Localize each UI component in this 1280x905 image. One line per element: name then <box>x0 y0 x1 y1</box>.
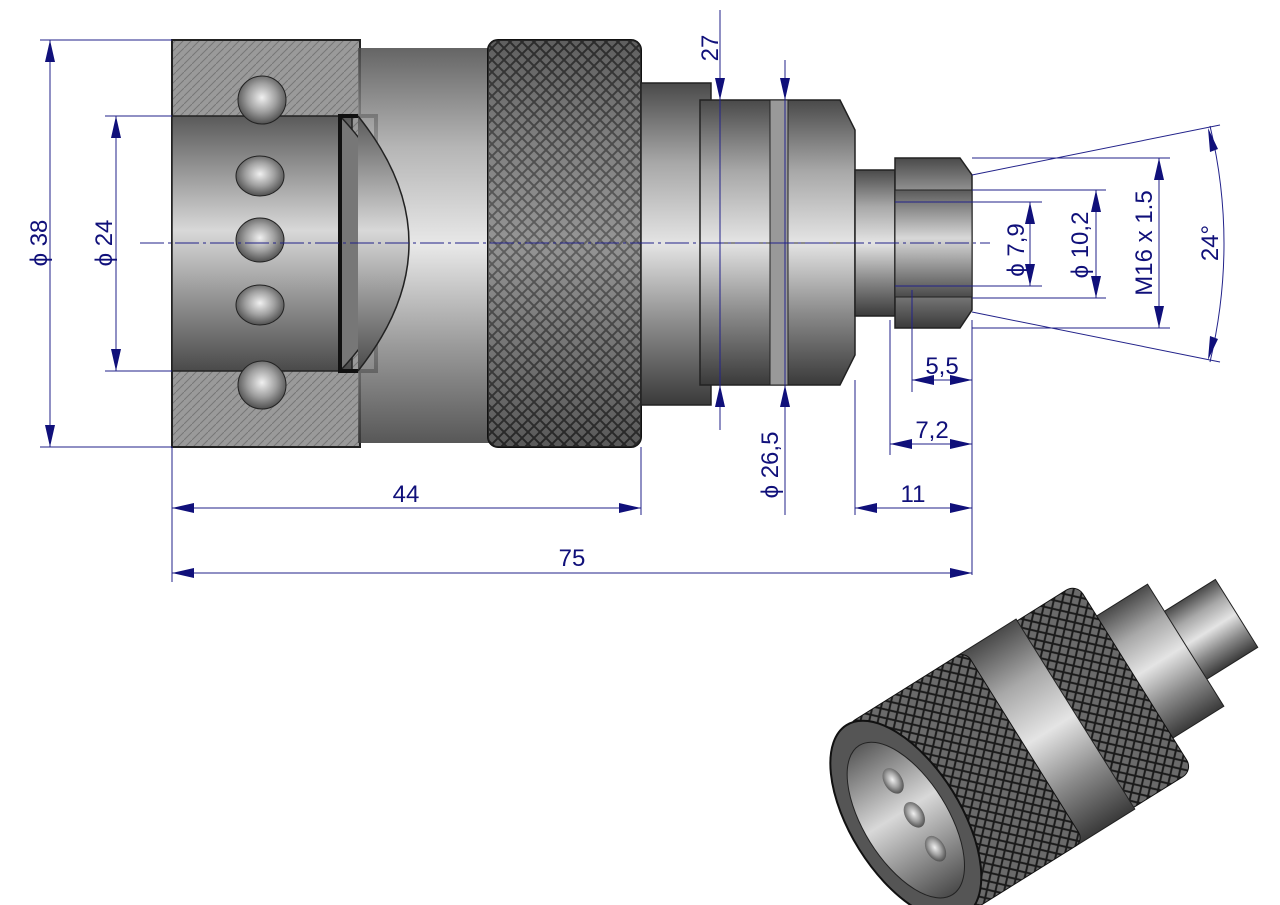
dim-outer-diameter: ϕ 38 <box>26 220 53 267</box>
dim-inner-diameter-small: ϕ 7,9 <box>1003 223 1030 276</box>
isometric-view <box>829 578 1259 905</box>
dim-hex-diameter: ϕ 26,5 <box>757 432 784 499</box>
dimensions: ϕ 38 ϕ 24 27 ϕ 26,5 ϕ 7,9 ϕ 10,2 M16 x 1… <box>26 10 1225 582</box>
dim-hex-width: 27 <box>697 35 724 62</box>
dim-thread: M16 x 1.5 <box>1131 190 1158 295</box>
dim-depth-small: 5,5 <box>925 353 958 380</box>
dim-total-length: 75 <box>559 545 586 572</box>
dim-nipple-length: 11 <box>901 481 926 508</box>
dim-cone-angle: 24° <box>1197 225 1224 261</box>
dim-bore-diameter: ϕ 24 <box>91 220 118 267</box>
dim-depth-large: 7,2 <box>915 417 948 444</box>
dim-inner-diameter-large: ϕ 10,2 <box>1067 212 1094 279</box>
locking-balls <box>235 75 287 410</box>
dim-body-length: 44 <box>393 481 420 508</box>
section-view <box>140 39 990 448</box>
